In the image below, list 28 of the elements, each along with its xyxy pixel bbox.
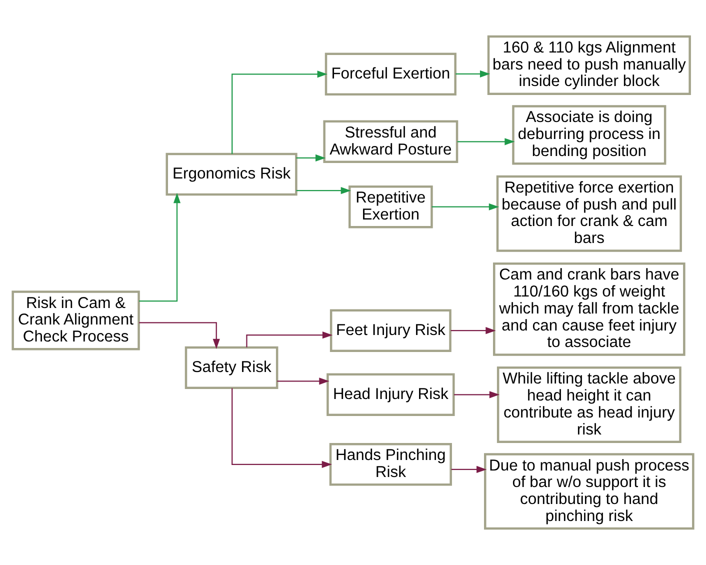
node-box: Repetitive Exertion xyxy=(348,186,433,228)
node-box: Head Injury Risk xyxy=(326,373,455,416)
node-box: 160 & 110 kgs Alignment bars need to push manually inside cylinder block xyxy=(487,35,691,95)
node-box: Repetitive force exertion because of push and pull action for crank & cam bars xyxy=(496,175,682,252)
node-box: Associate is doing deburring process in bending position xyxy=(512,105,666,165)
node-box: Safety Risk xyxy=(184,346,278,390)
arrow xyxy=(296,154,326,162)
arrow xyxy=(232,70,328,154)
node-box: Risk in Cam & Crank Alignment Check Process xyxy=(12,290,140,350)
arrow xyxy=(277,378,330,385)
arrow xyxy=(454,391,500,398)
arrow xyxy=(232,388,332,468)
arrow xyxy=(450,327,496,334)
node-box: Stressful and Awkward Posture xyxy=(323,120,458,164)
arrow xyxy=(139,322,220,349)
arrow xyxy=(457,138,515,146)
node-box: Ergonomics Risk xyxy=(166,152,298,196)
arrow xyxy=(456,70,490,78)
arrow xyxy=(432,203,500,210)
arrow xyxy=(451,466,487,473)
node-box: Due to manual push process of bar w/o support it is contributing to hand pinching risk xyxy=(484,453,694,530)
node-box: Forceful Exertion xyxy=(324,52,456,96)
node-box: While lifting tackle above head height it can contribute as head injury risk xyxy=(496,366,682,444)
node-box: Feet Injury Risk xyxy=(330,309,452,352)
node-box: Cam and crank bars have 110/160 kgs of weight which may fall from tackle and can cause feet injury to associate xyxy=(493,262,686,356)
arrow xyxy=(296,187,351,194)
arrow xyxy=(139,192,181,302)
node-box: Hands Pinching Risk xyxy=(329,443,452,486)
